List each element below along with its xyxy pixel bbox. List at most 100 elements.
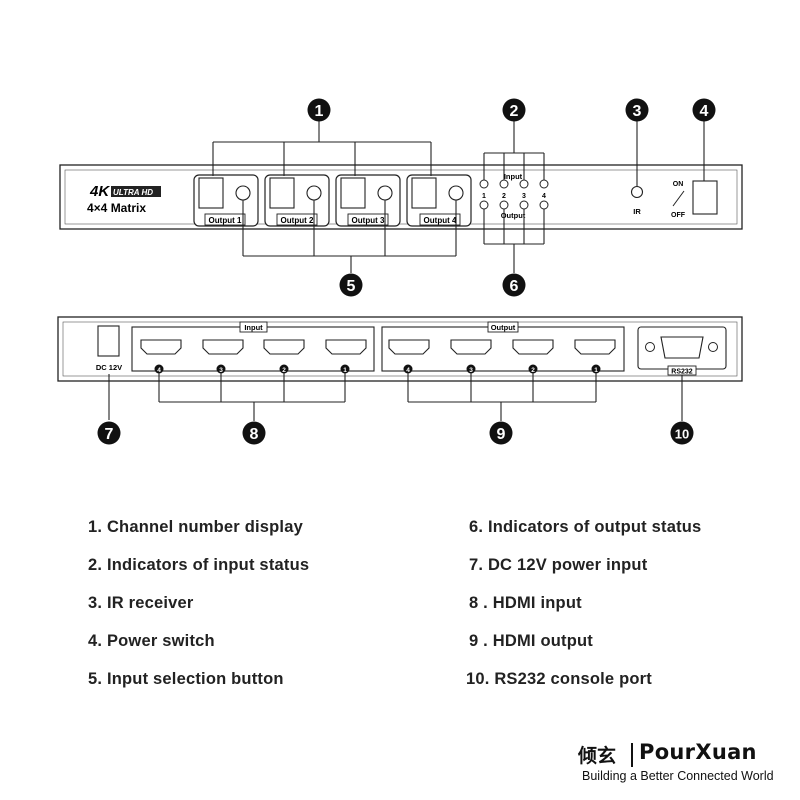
callout-number: 2	[510, 103, 519, 120]
brand-chinese-name: 倾玄	[578, 745, 617, 767]
port-number: 3	[219, 367, 223, 374]
select-button[interactable]	[306, 185, 322, 201]
rear-panel: DC 12V Input 4 3 2 1 Output	[57, 316, 743, 382]
channel-number: 3	[522, 193, 526, 200]
legend-item-4: 4. Power switch	[88, 632, 215, 650]
switch-slash	[672, 190, 685, 207]
hdmi-output-group: Output 4 3 2 1	[381, 321, 625, 374]
logo-4k: 4K	[89, 183, 110, 200]
brand-divider	[631, 743, 633, 767]
port-number: 4	[157, 367, 161, 374]
rs232-label: RS232	[671, 369, 693, 376]
hdmi-input-port-4[interactable]	[140, 339, 182, 355]
legend-item-10: 10. RS232 console port	[466, 670, 652, 688]
front-panel-body	[59, 164, 743, 230]
dc-label: DC 12V	[96, 363, 122, 372]
port-number-badge	[154, 364, 164, 374]
hdmi-output-port-2[interactable]	[512, 339, 554, 355]
hdmi-output-port-1[interactable]	[574, 339, 616, 355]
power-off-label: OFF	[671, 212, 686, 219]
legend-item-7: 7. DC 12V power input	[469, 556, 648, 574]
callout-number: 6	[510, 278, 519, 295]
output-status-label: Output	[501, 211, 526, 220]
callout-badge-9	[489, 421, 513, 445]
legend-item-1: 1. Channel number display	[88, 518, 303, 536]
output-button-label: Output 3	[352, 216, 385, 225]
channel-number: 1	[482, 193, 486, 200]
callout-number: 9	[497, 426, 506, 443]
logo-ultra-hd: ULTRA HD	[113, 188, 153, 197]
callout-badge-6	[502, 273, 526, 297]
front-callout-lines	[212, 121, 705, 273]
ir-label: IR	[633, 207, 641, 216]
hdmi-input-group: Input 4 3 2 1	[131, 321, 375, 374]
callout-number: 4	[700, 103, 709, 120]
callout-badge-1	[307, 98, 331, 122]
screw-icon	[708, 342, 718, 352]
callout-number: 1	[315, 103, 324, 120]
rear-callout-lines	[108, 373, 683, 421]
hdmi-input-port-1[interactable]	[325, 339, 367, 355]
output-button-3[interactable]: Output 3	[335, 174, 401, 227]
port-number-badge	[279, 364, 289, 374]
input-led-4	[539, 179, 549, 189]
hdmi-output-port-3[interactable]	[450, 339, 492, 355]
callout-badge-10	[670, 421, 694, 445]
ultra-hd-badge	[111, 186, 161, 197]
port-number: 4	[406, 367, 410, 374]
ir-receiver-icon	[630, 185, 644, 199]
screw-icon	[645, 342, 655, 352]
callout-number: 7	[105, 426, 114, 443]
output-group-label: Output	[491, 323, 516, 332]
output-button-1[interactable]: Output 1	[193, 174, 259, 227]
rs232-port[interactable]: RS232	[637, 326, 727, 376]
power-on-label: ON	[673, 181, 684, 188]
legend-item-3: 3. IR receiver	[88, 594, 194, 612]
channel-number: 4	[542, 193, 546, 200]
channel-display	[411, 177, 437, 209]
brand-name: PourXuan	[639, 740, 757, 764]
legend-item-6: 6. Indicators of output status	[469, 518, 702, 536]
port-number: 2	[531, 367, 535, 374]
port-number-badge	[528, 364, 538, 374]
output-button-4[interactable]: Output 4	[406, 174, 472, 227]
channel-display	[269, 177, 295, 209]
output-button-label: Output 4	[424, 216, 457, 225]
input-group-label: Input	[244, 323, 263, 332]
brand-logo: 倾玄 PourXuan Building a Better Connected …	[560, 738, 800, 788]
callout-number: 10	[675, 427, 689, 442]
select-button[interactable]	[377, 185, 393, 201]
port-number-badge	[340, 364, 350, 374]
legend-item-9: 9 . HDMI output	[469, 632, 593, 650]
channel-display	[198, 177, 224, 209]
port-number-badge	[591, 364, 601, 374]
output-led-2	[499, 200, 509, 210]
rear-panel-bezel	[62, 321, 738, 377]
hdmi-input-port-3[interactable]	[202, 339, 244, 355]
select-button[interactable]	[235, 185, 251, 201]
input-led-1	[479, 179, 489, 189]
power-switch[interactable]	[692, 180, 718, 215]
legend-item-2: 2. Indicators of input status	[88, 556, 310, 574]
callout-badge-8	[242, 421, 266, 445]
hdmi-output-port-4[interactable]	[388, 339, 430, 355]
db9-connector-icon	[660, 336, 704, 359]
input-status-label: Input	[504, 172, 523, 181]
callout-badge-2	[502, 98, 526, 122]
legend-item-8: 8 . HDMI input	[469, 594, 582, 612]
port-number-badge	[403, 364, 413, 374]
port-number: 1	[594, 367, 598, 374]
dc-power-jack[interactable]	[97, 325, 120, 357]
output-button-2[interactable]: Output 2	[264, 174, 330, 227]
hdmi-input-port-2[interactable]	[263, 339, 305, 355]
model-name: 4×4 Matrix	[87, 201, 146, 215]
port-number: 3	[469, 367, 473, 374]
channel-display	[340, 177, 366, 209]
callout-number: 8	[250, 426, 259, 443]
input-led-3	[519, 179, 529, 189]
port-number: 1	[343, 367, 347, 374]
callout-badge-7	[97, 421, 121, 445]
port-number: 2	[282, 367, 286, 374]
select-button[interactable]	[448, 185, 464, 201]
